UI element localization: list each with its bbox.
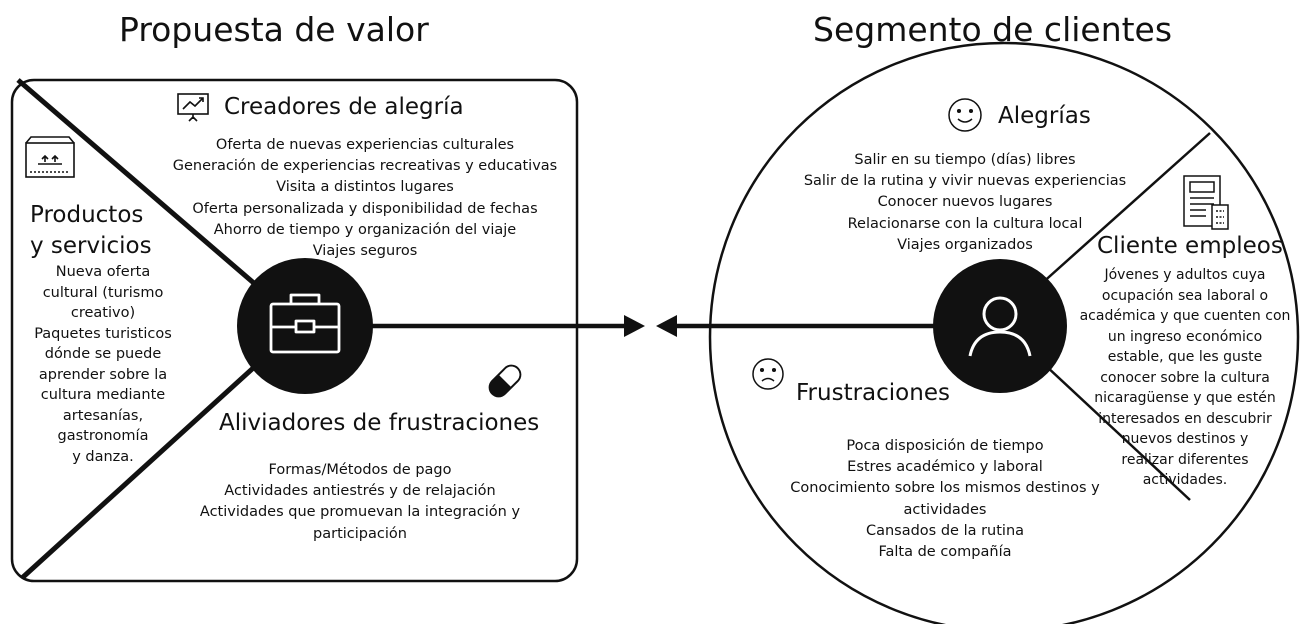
customer-job-line: nuevos destinos y [1121, 431, 1249, 447]
gain-creator-item: Viajes seguros [312, 243, 418, 260]
customer-profile-divider-top [1039, 132, 1211, 286]
pains-heading: Frustraciones [796, 380, 950, 406]
gains-list: Salir en su tiempo (días) libres Salir d… [770, 150, 1160, 256]
gain-creator-item: Oferta de nuevas experiencias culturales [215, 137, 515, 153]
customer-job-line: nicaragüense y que estén [1094, 390, 1276, 406]
products-services-heading-line2: y servicios [30, 233, 152, 259]
product-service-line: artesanías, [62, 407, 144, 424]
arrow-head-right [624, 315, 645, 337]
products-services-heading-line1: Productos [30, 202, 144, 228]
pain-item: Poca disposición de tiempo [846, 438, 1044, 454]
products-services-heading: Productos y servicios [30, 200, 152, 262]
pain-item: Estres académico y laboral [847, 459, 1043, 476]
customer-job-line: conocer sobre la cultura [1100, 369, 1270, 386]
pain-item: Conocimiento sobre los mismos destinos y [790, 480, 1100, 497]
product-service-line: creativo) [70, 305, 136, 321]
customer-job-line: actividades. [1142, 472, 1228, 488]
gains-heading: Alegrías [998, 103, 1091, 129]
document-list-icon [1183, 175, 1229, 230]
customer-jobs-heading: Cliente empleos [1097, 233, 1283, 259]
gain-item: Conocer nuevos lugares [877, 194, 1053, 211]
gain-creators-heading: Creadores de alegría [224, 94, 464, 120]
customer-jobs-list: Jóvenes y adultos cuya ocupación sea lab… [1070, 265, 1300, 491]
pain-reliever-item: Formas/Métodos de pago [268, 462, 452, 478]
package-box-icon [25, 136, 75, 178]
pain-item: Falta de compañía [878, 544, 1012, 561]
value-proposition-title: Propuesta de valor [119, 10, 429, 49]
customer-profile-divider-bottom [1044, 364, 1191, 501]
product-service-line: y danza. [72, 448, 134, 465]
gain-item: Salir en su tiempo (días) libres [854, 152, 1076, 168]
customer-job-line: interesados en descubrir [1098, 410, 1272, 427]
products-services-list: Nueva oferta cultural (turismo creativo)… [10, 262, 196, 467]
product-service-line: aprender sobre la [38, 366, 168, 383]
product-service-line: gastronomía [57, 428, 149, 444]
arrow-head-left [656, 315, 677, 337]
briefcase-icon [269, 293, 341, 354]
user-circle [933, 259, 1067, 393]
user-icon [968, 296, 1032, 357]
product-service-line: Paquetes turisticos [34, 325, 172, 342]
gain-creators-list: Oferta de nuevas experiencias culturales… [155, 135, 575, 262]
gain-creator-item: Ahorro de tiempo y organización del viaj… [213, 221, 517, 238]
gain-item: Viajes organizados [897, 236, 1033, 253]
customer-job-line: Jóvenes y adultos cuya [1104, 267, 1266, 283]
pill-icon [488, 364, 522, 398]
briefcase-circle [237, 258, 373, 394]
value-map-divider-bottom [20, 358, 264, 580]
gain-creator-item: Visita a distintos lugares [276, 179, 454, 196]
value-map-divider-top [16, 78, 272, 299]
gain-item: Salir de la rutina y vivir nuevas experi… [803, 173, 1127, 190]
customer-job-line: ocupación sea laboral o [1101, 287, 1269, 304]
gain-item: Relacionarse con la cultura local [847, 215, 1083, 232]
pain-relievers-list: Formas/Métodos de pago Actividades antie… [150, 460, 570, 545]
sad-face-icon [752, 358, 784, 390]
gain-creator-item: Oferta personalizada y disponibilidad de… [192, 200, 538, 217]
smiley-face-icon [948, 98, 982, 132]
product-service-line: dónde se puede [44, 346, 162, 362]
product-service-line: cultura mediante [40, 387, 166, 403]
customer-job-line: un ingreso económico [1107, 328, 1263, 345]
customer-job-line: estable, que les guste [1107, 349, 1263, 365]
pain-reliever-item: Actividades que promuevan la integración… [199, 504, 521, 521]
customer-job-line: académica y que cuenten con [1079, 308, 1291, 324]
pain-relievers-heading: Aliviadores de frustraciones [219, 410, 540, 436]
pain-reliever-item: Actividades antiestrés y de relajación [224, 483, 496, 500]
pains-list: Poca disposición de tiempo Estres académ… [760, 436, 1130, 563]
value-map-square [10, 78, 579, 583]
presentation-chart-icon [177, 93, 209, 122]
pain-item: Cansados de la rutina [865, 522, 1025, 539]
pain-reliever-item: participación [313, 525, 407, 542]
customer-segment-title: Segmento de clientes [813, 10, 1173, 49]
product-service-line: Nueva oferta [55, 264, 151, 280]
customer-profile-circle [708, 41, 1300, 624]
pain-item: actividades [903, 501, 987, 518]
product-service-line: cultural (turismo [42, 284, 164, 301]
gain-creator-item: Generación de experiencias recreativas y… [172, 158, 558, 175]
customer-job-line: realizar diferentes [1121, 451, 1249, 468]
